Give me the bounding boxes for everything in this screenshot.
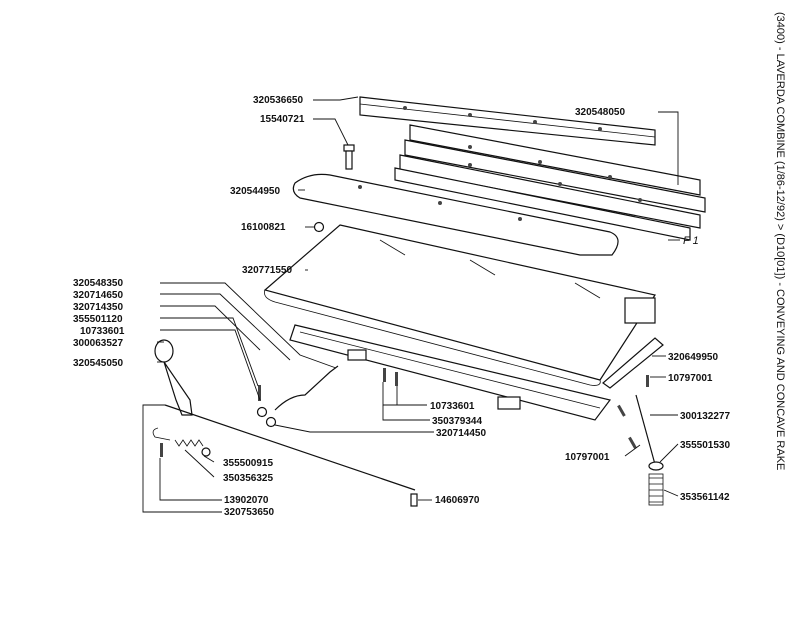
right-lever-rod [617, 375, 664, 506]
part-label-320714450: 320714450 [436, 428, 486, 439]
leader-lines [142, 96, 679, 513]
part-label-10797001: 10797001 [668, 373, 713, 384]
bolt [343, 144, 355, 170]
part-label-320548050: 320548050 [575, 107, 625, 118]
part-label-10797001-b: 10797001 [565, 452, 610, 463]
part-label-320548350: 320548350 [73, 278, 123, 289]
hex-bolt-small [410, 493, 418, 507]
part-labels: 320536650 320548050 15540721 320544950 1… [73, 95, 730, 518]
conveyor-slat-stack [394, 124, 706, 241]
part-label-300132277: 300132277 [680, 411, 730, 422]
long-control-rod [152, 404, 416, 491]
part-label-14606970: 14606970 [435, 495, 480, 506]
part-label-350379344: 350379344 [432, 416, 482, 427]
top-rail-strip [359, 96, 656, 146]
part-label-320536650: 320536650 [253, 95, 303, 106]
nut [313, 221, 325, 233]
figure-reference: F 1 [683, 235, 699, 247]
concave-rake-bar [289, 324, 612, 421]
part-label-353561142: 353561142 [680, 492, 730, 503]
part-label-355501530: 355501530 [680, 440, 730, 451]
part-label-320545050: 320545050 [73, 358, 123, 369]
part-label-355501120: 355501120 [73, 314, 123, 325]
lever-knob [154, 339, 193, 416]
part-label-320714350: 320714350 [73, 302, 123, 313]
part-label-320649950: 320649950 [668, 352, 718, 363]
spring [160, 439, 211, 457]
part-label-320544950: 320544950 [230, 186, 280, 197]
part-label-10733601: 10733601 [80, 326, 125, 337]
part-label-320753650: 320753650 [224, 507, 274, 518]
part-label-300063527: 300063527 [73, 338, 123, 349]
split-pins [258, 368, 398, 401]
part-label-10733601-b: 10733601 [430, 401, 475, 412]
part-label-320714650: 320714650 [73, 290, 123, 301]
part-label-15540721: 15540721 [260, 114, 305, 125]
part-label-16100821: 16100821 [241, 222, 286, 233]
side-strip [602, 337, 664, 389]
conveying-pan [263, 224, 656, 386]
part-label-13902070: 13902070 [224, 495, 269, 506]
catalog-title: (3400) - LAVERDA COMBINE (1/86-12/92) > … [774, 12, 786, 470]
curved-cover-plate [292, 173, 619, 256]
part-label-320771550: 320771550 [242, 265, 292, 276]
part-label-350356325: 350356325 [223, 473, 273, 484]
linkage-rod [256, 365, 339, 428]
part-label-355500915: 355500915 [223, 458, 273, 469]
